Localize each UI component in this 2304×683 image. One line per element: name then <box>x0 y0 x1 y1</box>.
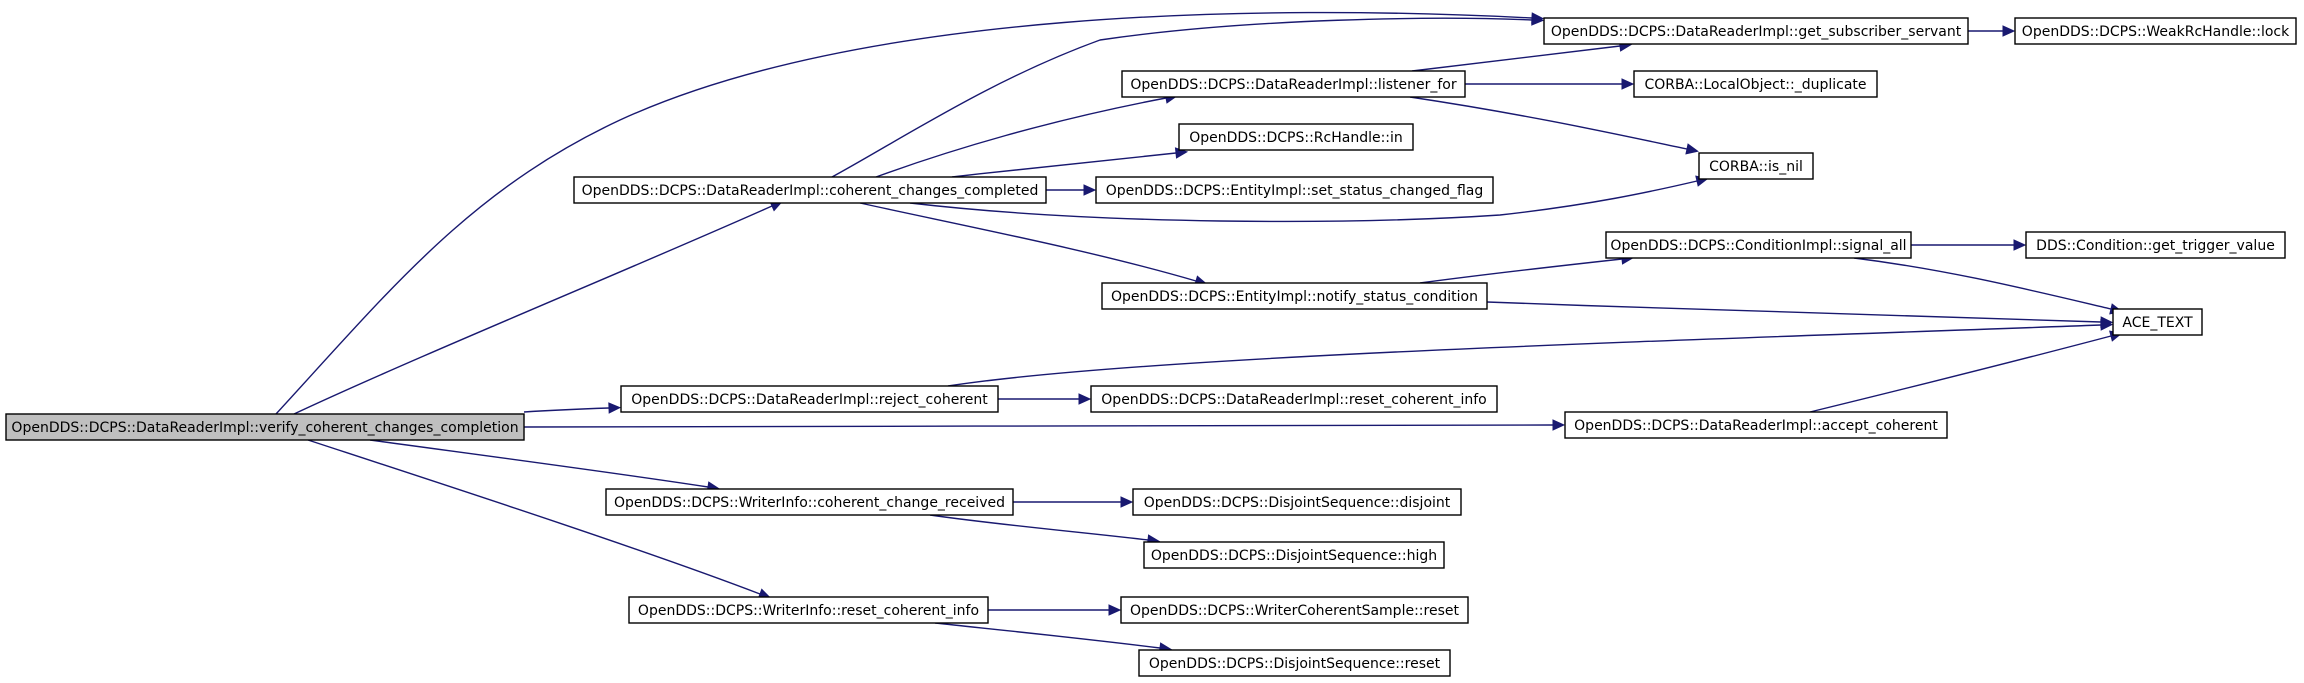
node-label: CORBA::LocalObject::_duplicate <box>1644 77 1866 93</box>
node-wcs-reset[interactable]: OpenDDS::DCPS::WriterCoherentSample::res… <box>1120 596 1469 624</box>
edge-nsc-to-signal <box>1419 253 1635 284</box>
edge-ccc-to-sscf <box>1046 184 1097 196</box>
edge-listener-to-isnil <box>1409 96 1699 155</box>
node-signal[interactable]: OpenDDS::DCPS::ConditionImpl::signal_all <box>1605 231 1912 259</box>
node-listener[interactable]: OpenDDS::DCPS::DataReaderImpl::listener_… <box>1121 70 1466 98</box>
node-isnil[interactable]: CORBA::is_nil <box>1698 152 1814 180</box>
node-verify[interactable]: OpenDDS::DCPS::DataReaderImpl::verify_co… <box>5 413 525 441</box>
node-label: OpenDDS::DCPS::DataReaderImpl::verify_co… <box>11 420 518 436</box>
node-label: OpenDDS::DCPS::DisjointSequence::disjoin… <box>1144 495 1451 511</box>
node-dup[interactable]: CORBA::LocalObject::_duplicate <box>1633 70 1878 98</box>
edge-verify-to-accept <box>523 419 1566 431</box>
node-reject[interactable]: OpenDDS::DCPS::DataReaderImpl::reject_co… <box>620 385 999 413</box>
node-label: OpenDDS::DCPS::WriterCoherentSample::res… <box>1130 603 1459 619</box>
edge-signal-to-ace <box>1853 257 2123 315</box>
node-label: OpenDDS::DCPS::DataReaderImpl::reset_coh… <box>1101 392 1486 408</box>
node-label: OpenDDS::DCPS::EntityImpl::set_status_ch… <box>1106 183 1484 199</box>
node-lock[interactable]: OpenDDS::DCPS::WeakRcHandle::lock <box>2014 17 2297 45</box>
node-ccr[interactable]: OpenDDS::DCPS::WriterInfo::coherent_chan… <box>605 488 1014 516</box>
node-label: OpenDDS::DCPS::DataReaderImpl::accept_co… <box>1574 418 1938 434</box>
edge-listener-to-gss <box>1411 40 1633 72</box>
edge-reject-to-ace <box>947 319 2114 387</box>
edge-ccc-to-nsc <box>859 202 1208 287</box>
node-sscf[interactable]: OpenDDS::DCPS::EntityImpl::set_status_ch… <box>1095 176 1494 204</box>
edge-listener-to-dup <box>1465 78 1635 90</box>
node-label: OpenDDS::DCPS::RcHandle::in <box>1189 130 1403 146</box>
node-accept[interactable]: OpenDDS::DCPS::DataReaderImpl::accept_co… <box>1564 411 1948 439</box>
node-label: OpenDDS::DCPS::DataReaderImpl::get_subsc… <box>1551 24 1962 40</box>
node-ace[interactable]: ACE_TEXT <box>2112 308 2203 336</box>
node-label: OpenDDS::DCPS::WriterInfo::reset_coheren… <box>638 603 979 619</box>
node-label: OpenDDS::DCPS::DisjointSequence::reset <box>1149 656 1441 672</box>
node-label: OpenDDS::DCPS::DataReaderImpl::listener_… <box>1130 77 1456 93</box>
node-rcin[interactable]: OpenDDS::DCPS::RcHandle::in <box>1178 123 1414 151</box>
node-high[interactable]: OpenDDS::DCPS::DisjointSequence::high <box>1143 541 1445 569</box>
edge-ccr-to-disjoint <box>1013 496 1134 508</box>
node-gtv[interactable]: DDS::Condition::get_trigger_value <box>2025 231 2286 259</box>
edge-gss-to-lock <box>1968 25 2016 37</box>
edge-ccc-to-gss <box>831 14 1545 178</box>
node-label: OpenDDS::DCPS::WriterInfo::coherent_chan… <box>614 495 1005 511</box>
edge-ccc-to-listener <box>875 92 1178 178</box>
node-label: OpenDDS::DCPS::DisjointSequence::high <box>1151 548 1437 564</box>
edge-verify-to-rci_wi <box>307 439 772 600</box>
edge-signal-to-gtv <box>1911 239 2027 251</box>
edge-verify-to-reject <box>523 402 622 414</box>
edge-accept-to-ace <box>1809 330 2123 413</box>
node-label: CORBA::is_nil <box>1709 159 1803 175</box>
node-label: OpenDDS::DCPS::WeakRcHandle::lock <box>2022 24 2290 40</box>
node-label: OpenDDS::DCPS::DataReaderImpl::reject_co… <box>631 392 988 408</box>
node-label: ACE_TEXT <box>2122 315 2193 331</box>
node-label: OpenDDS::DCPS::EntityImpl::notify_status… <box>1111 289 1478 305</box>
node-rci-dr[interactable]: OpenDDS::DCPS::DataReaderImpl::reset_coh… <box>1090 385 1498 413</box>
node-label: DDS::Condition::get_trigger_value <box>2036 238 2275 254</box>
node-rci-wi[interactable]: OpenDDS::DCPS::WriterInfo::reset_coheren… <box>628 596 989 624</box>
node-ds-reset[interactable]: OpenDDS::DCPS::DisjointSequence::reset <box>1138 649 1451 677</box>
edge-rci_wi-to-wcs_reset <box>988 604 1122 616</box>
node-label: OpenDDS::DCPS::DataReaderImpl::coherent_… <box>582 183 1039 199</box>
edge-rci_wi-to-ds_reset <box>934 622 1173 654</box>
node-nsc[interactable]: OpenDDS::DCPS::EntityImpl::notify_status… <box>1101 282 1488 310</box>
edge-ccc-to-rcin <box>951 147 1189 178</box>
node-disjoint[interactable]: OpenDDS::DCPS::DisjointSequence::disjoin… <box>1132 488 1462 516</box>
edge-verify-to-ccr <box>369 439 721 493</box>
node-gss[interactable]: OpenDDS::DCPS::DataReaderImpl::get_subsc… <box>1543 17 1969 45</box>
edge-ccr-to-high <box>929 514 1161 546</box>
node-label: OpenDDS::DCPS::ConditionImpl::signal_all <box>1610 238 1906 254</box>
edge-verify-to-ccc <box>293 200 784 415</box>
edge-reject-to-rci_dr <box>998 393 1092 405</box>
edge-nsc-to-ace <box>1486 301 2114 328</box>
node-ccc[interactable]: OpenDDS::DCPS::DataReaderImpl::coherent_… <box>573 176 1047 204</box>
